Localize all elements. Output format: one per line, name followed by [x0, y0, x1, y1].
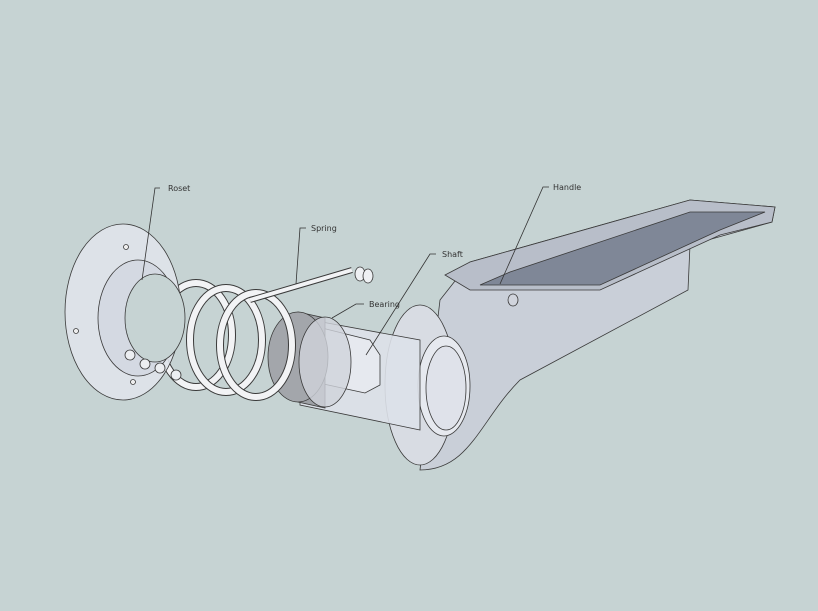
handle-label: Handle: [553, 183, 581, 192]
roset-label: Roset: [168, 184, 190, 193]
shaft-label: Shaft: [442, 250, 463, 259]
handle-callout: Handle: [499, 183, 581, 285]
spring-callout: Spring: [295, 224, 337, 285]
handle-part: [384, 199, 776, 471]
bearing-part: [267, 311, 352, 409]
spring-part: [156, 266, 374, 401]
roset-callout: Roset: [141, 184, 190, 281]
bearing-label: Bearing: [369, 300, 400, 309]
roset-part: [64, 223, 186, 401]
bearing-callout: Bearing: [331, 300, 400, 319]
shaft-callout: Shaft: [365, 250, 463, 356]
spring-label: Spring: [311, 224, 337, 233]
